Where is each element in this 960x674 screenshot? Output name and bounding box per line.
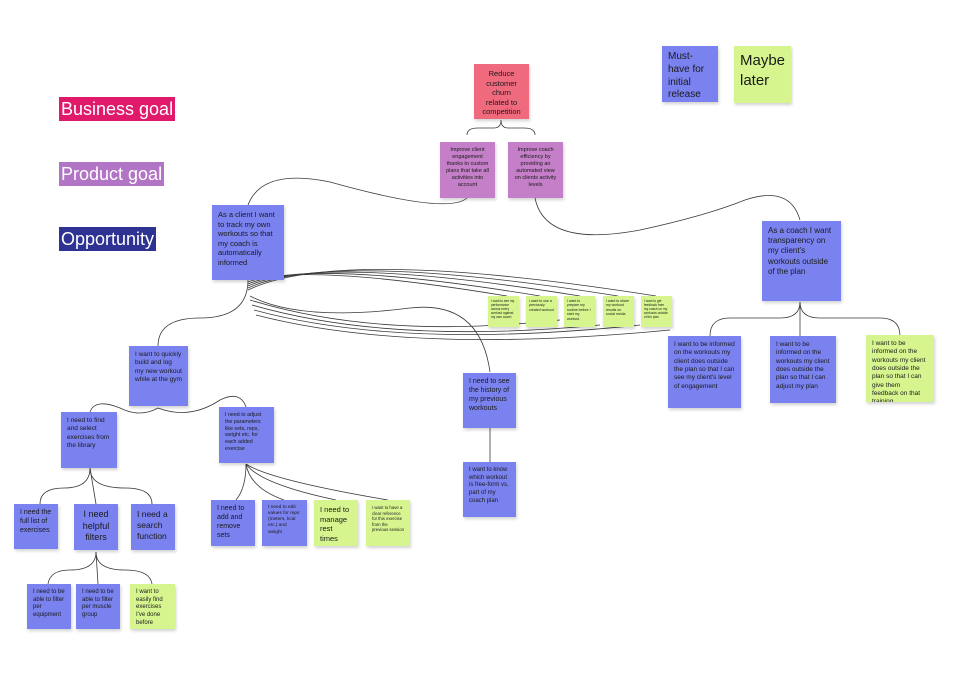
connector xyxy=(247,270,619,297)
maybe-later-note[interactable]: I want to have a clear reference for thi… xyxy=(366,500,410,546)
connector xyxy=(247,271,581,297)
legend-product-goal: Product goal xyxy=(59,162,165,186)
opportunity-note[interactable]: As a coach I want transparency on my cli… xyxy=(762,221,841,301)
maybe-later-note[interactable]: I want to share my workout results on so… xyxy=(603,296,634,327)
opportunity-note[interactable]: I want to know which workout is free-for… xyxy=(463,462,516,517)
connector xyxy=(89,467,153,505)
opportunity-note[interactable]: I need a search function xyxy=(131,504,175,550)
connector xyxy=(247,269,657,297)
maybe-later-note[interactable]: I want to be informed on the workouts my… xyxy=(866,335,934,402)
connector xyxy=(709,301,801,337)
connector xyxy=(245,463,389,501)
maybe-later-note[interactable]: I want to get feedback from my coach on … xyxy=(641,296,672,327)
connector xyxy=(247,177,468,206)
connector xyxy=(247,274,508,297)
opportunity-note[interactable]: I want to be informed on the workouts my… xyxy=(770,336,836,403)
maybe-later-note[interactable]: I want to easily find exercises I've don… xyxy=(130,584,175,629)
maybe-later-note[interactable]: I want to use a previously created worko… xyxy=(526,296,557,327)
connector xyxy=(47,551,97,585)
opportunity-note[interactable]: I need to see the history of my previous… xyxy=(463,373,516,428)
connector xyxy=(247,273,541,297)
opportunity-note[interactable]: As a client I want to track my own worko… xyxy=(212,205,284,280)
maybe-later-note[interactable]: I want to see my performance across ever… xyxy=(488,296,519,327)
opportunity-note[interactable]: I need to adjust the parameters like set… xyxy=(219,407,274,463)
connector xyxy=(95,551,99,585)
opportunity-note[interactable]: I want to be informed on the workouts my… xyxy=(668,336,741,408)
connector xyxy=(245,463,337,501)
opportunity-note[interactable]: I need to be able to filter per equipmen… xyxy=(27,584,71,629)
connector xyxy=(249,295,491,373)
connector xyxy=(95,551,153,585)
opportunity-note[interactable]: I need to find and select exercises from… xyxy=(61,412,117,468)
connector xyxy=(89,467,97,505)
connector xyxy=(799,301,901,337)
key-must-have[interactable]: Must-have for initial release xyxy=(662,46,718,102)
maybe-later-note[interactable]: I want to prepare my routine before I st… xyxy=(564,296,595,327)
connector xyxy=(39,467,91,505)
opportunity-note[interactable]: I need helpful filters xyxy=(74,504,118,550)
legend-opportunity: Opportunity xyxy=(59,227,157,251)
legend-business-goal: Business goal xyxy=(59,97,176,121)
opportunity-note[interactable]: I need to add and remove sets xyxy=(211,500,255,546)
key-maybe-later[interactable]: Maybe later xyxy=(734,46,791,103)
product-goal-note[interactable]: Improve client engagement thanks to cust… xyxy=(440,142,495,198)
business-goal-note[interactable]: Reduce customer churn related to competi… xyxy=(474,64,529,119)
maybe-later-note[interactable]: I need to manage rest times xyxy=(314,500,358,546)
connector xyxy=(466,119,536,136)
opportunity-note[interactable]: I need to edit values for reps (meters, … xyxy=(262,500,307,546)
connector xyxy=(245,463,285,501)
connector xyxy=(534,195,801,236)
opportunity-note[interactable]: I need the full list of exercises xyxy=(14,504,58,549)
opportunity-note[interactable]: I need to be able to filter per muscle g… xyxy=(76,584,120,629)
connector xyxy=(235,463,247,501)
connector xyxy=(157,279,249,347)
opportunity-note[interactable]: I want to quickly build and log my new w… xyxy=(129,346,188,406)
product-goal-note[interactable]: Improve coach efficiency by providing an… xyxy=(508,142,563,198)
